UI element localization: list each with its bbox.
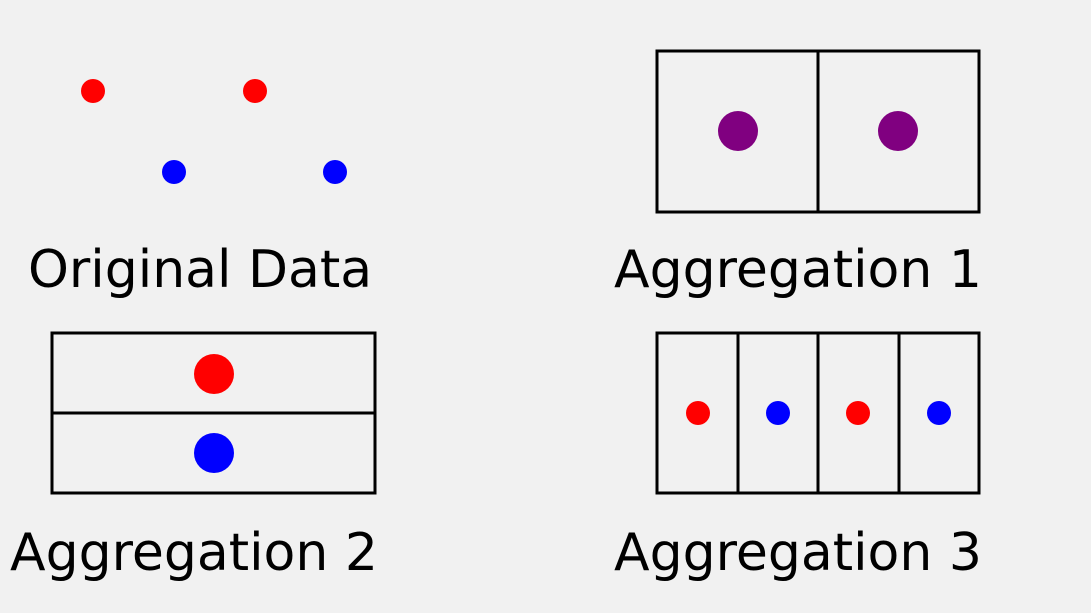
- original-red-point-1: [81, 79, 105, 103]
- aggregation-1-cell-2: [816, 49, 981, 214]
- original-data-panel: [81, 79, 347, 184]
- aggregation-3-point-4: [927, 401, 951, 425]
- aggregation-2-point-2: [194, 433, 234, 473]
- original-data-caption: Original Data: [28, 240, 373, 300]
- aggregation-3-point-1: [686, 401, 710, 425]
- aggregation-1-point-2: [878, 111, 918, 151]
- aggregation-3-point-3: [846, 401, 870, 425]
- original-red-point-2: [243, 79, 267, 103]
- aggregation-3-caption: Aggregation 3: [614, 523, 982, 583]
- aggregation-2-caption: Aggregation 2: [10, 523, 378, 583]
- aggregation-2-panel: [50, 331, 377, 495]
- aggregation-2-cell-2: [50, 411, 377, 495]
- original-blue-point-1: [162, 160, 186, 184]
- aggregation-1-caption: Aggregation 1: [614, 240, 982, 300]
- aggregation-3-cell-4: [897, 331, 981, 495]
- aggregation-3-panel: [655, 331, 981, 495]
- aggregation-2-point-1: [194, 354, 234, 394]
- aggregation-1-point-1: [718, 111, 758, 151]
- aggregation-3-point-2: [766, 401, 790, 425]
- aggregation-1-panel: [655, 49, 981, 214]
- original-blue-point-2: [323, 160, 347, 184]
